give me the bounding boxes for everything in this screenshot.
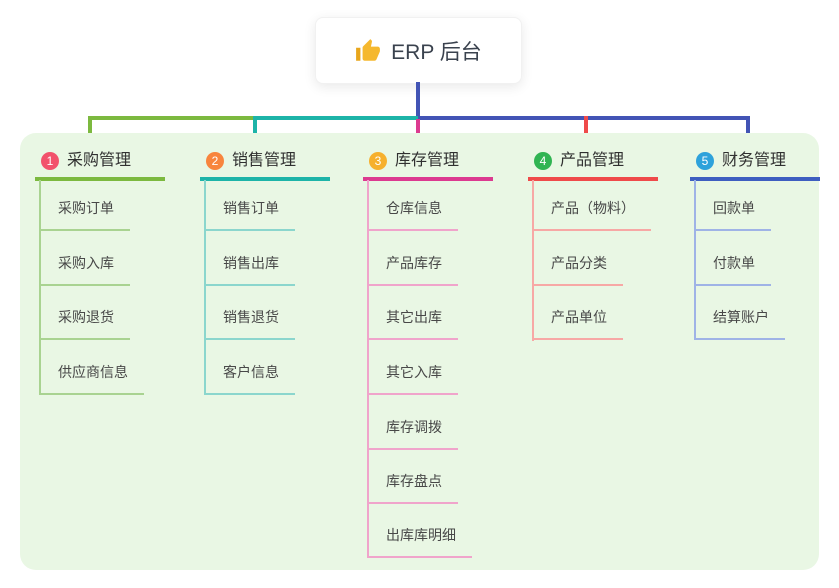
mindmap-node[interactable]: 回款单 [694, 199, 771, 231]
connector-horizontal-finance [418, 116, 748, 120]
mindmap-node[interactable]: 客户信息 [204, 363, 295, 395]
mindmap-node[interactable]: 库存盘点 [367, 472, 458, 504]
mindmap-node[interactable]: 库存调拨 [367, 418, 458, 450]
mindmap-node[interactable]: 出库库明细 [367, 526, 472, 558]
branch-tree-line [694, 180, 696, 339]
connector-drop-purchase [88, 116, 92, 146]
mindmap-node[interactable]: 采购入库 [39, 254, 130, 286]
branch-sales: 2 销售管理 销售订单 销售出库 销售退货 客户信息 [200, 150, 330, 395]
branch-tree-line [39, 180, 41, 394]
mindmap-node[interactable]: 产品（物料） [532, 199, 651, 231]
mindmap-node[interactable]: 销售订单 [204, 199, 295, 231]
branch-label: 销售管理 [232, 152, 297, 169]
mindmap-node[interactable]: 其它出库 [367, 308, 458, 340]
mindmap-node[interactable]: 销售出库 [204, 254, 295, 286]
mindmap-node[interactable]: 产品分类 [532, 254, 623, 286]
thumbs-up-icon [356, 38, 381, 61]
branch-label: 财务管理 [722, 152, 787, 169]
root-stem-line [416, 82, 420, 118]
branch-tree-line [532, 180, 534, 341]
branch-number-badge: 4 [534, 152, 552, 170]
branch-label: 采购管理 [67, 152, 132, 169]
branch-number-badge: 2 [206, 152, 224, 170]
mindmap-node[interactable]: 供应商信息 [39, 363, 144, 395]
mindmap-node[interactable]: 其它入库 [367, 363, 458, 395]
mindmap-node[interactable]: 采购订单 [39, 199, 130, 231]
branch-header-inventory[interactable]: 3 库存管理 [363, 150, 493, 181]
mindmap-node[interactable]: 产品单位 [532, 308, 623, 340]
branch-label: 产品管理 [560, 152, 625, 169]
root-node-erp[interactable]: ERP 后台 [315, 17, 522, 84]
mindmap-node[interactable]: 仓库信息 [367, 199, 458, 231]
branches-panel [20, 133, 819, 570]
branch-number-badge: 3 [369, 152, 387, 170]
branch-label: 库存管理 [395, 152, 460, 169]
branch-number-badge: 1 [41, 152, 59, 170]
branch-purchase: 1 采购管理 采购订单 采购入库 采购退货 供应商信息 [35, 150, 165, 395]
mindmap-node[interactable]: 采购退货 [39, 308, 130, 340]
connector-horizontal-purchase [88, 116, 255, 120]
branch-header-finance[interactable]: 5 财务管理 [690, 150, 820, 181]
connector-drop-sales [253, 116, 257, 148]
mindmap-node[interactable]: 付款单 [694, 254, 771, 286]
branch-number-badge: 5 [696, 152, 714, 170]
branch-header-sales[interactable]: 2 销售管理 [200, 150, 330, 181]
branch-tree-line [204, 180, 206, 394]
branch-inventory: 3 库存管理 仓库信息 产品库存 其它出库 其它入库 库存调拨 库存盘点 出库库… [363, 150, 493, 558]
branch-tree-line [367, 180, 369, 557]
root-title: ERP 后台 [391, 40, 482, 64]
connector-horizontal-sales [253, 116, 418, 120]
branch-header-product[interactable]: 4 产品管理 [528, 150, 658, 181]
connector-drop-finance [746, 116, 750, 146]
branch-header-purchase[interactable]: 1 采购管理 [35, 150, 165, 181]
branch-product: 4 产品管理 产品（物料） 产品分类 产品单位 [528, 150, 658, 341]
branch-finance: 5 财务管理 回款单 付款单 结算账户 [690, 150, 820, 340]
mindmap-node[interactable]: 结算账户 [694, 308, 785, 340]
mindmap-node[interactable]: 销售退货 [204, 308, 295, 340]
mindmap-node[interactable]: 产品库存 [367, 254, 458, 286]
connector-drop-product [584, 116, 588, 145]
